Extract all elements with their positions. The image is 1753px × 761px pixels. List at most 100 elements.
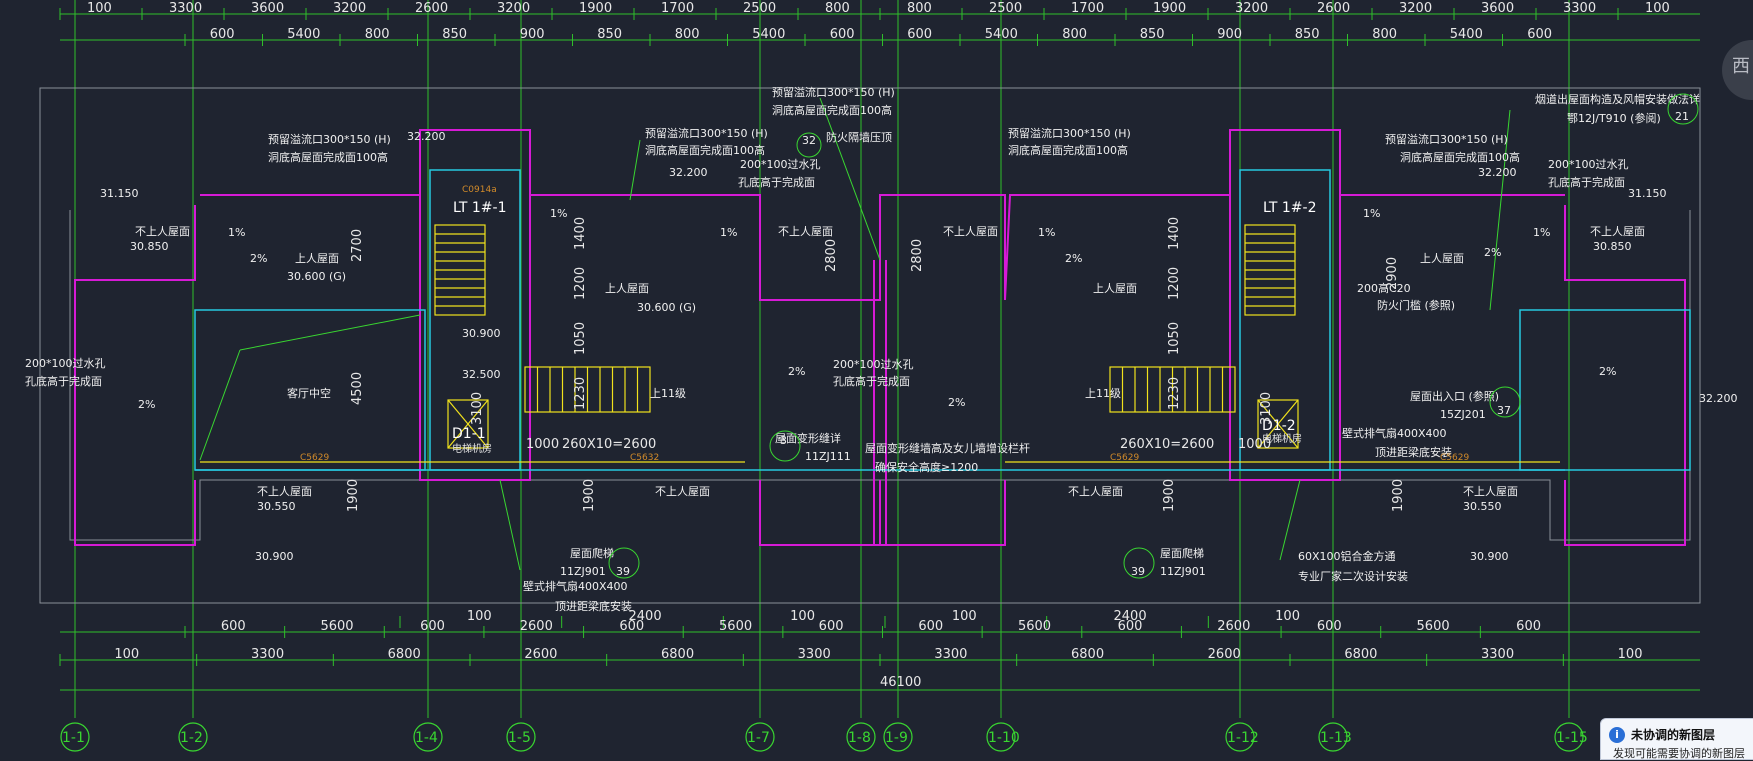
note-fan-right-2: 顶进距梁底安装: [1375, 445, 1452, 459]
vdim: 1900: [346, 479, 361, 512]
vdim: 1230: [573, 377, 588, 410]
roof-label-acc-1: 上人屋面: [295, 252, 339, 265]
note-hole-left: 200*100过水孔: [25, 357, 106, 370]
elevator-machine-1: 电梯机房: [452, 442, 492, 455]
vdim: 4500: [350, 372, 365, 405]
svg-text:3: 3: [780, 434, 787, 447]
roof-label-nonacc-8: 不上人屋面: [1463, 485, 1518, 498]
note-exit: 屋面出入口 (参照): [1410, 389, 1499, 403]
note-ladder-left: 屋面爬梯: [570, 547, 614, 560]
dimension-label: 600: [1118, 619, 1143, 634]
dimension-label: 600: [420, 619, 445, 634]
roof-label-acc-4: 上人屋面: [1420, 252, 1464, 265]
axis-label: 1-2: [180, 730, 203, 746]
note-hole-mid-2: 孔底高于完成面: [738, 175, 815, 189]
svg-text:39: 39: [1131, 565, 1145, 578]
svg-text:32: 32: [802, 134, 816, 147]
dimension-label: 2600: [1217, 619, 1250, 634]
callout-39-right: 39: [1123, 547, 1155, 579]
note-exit-code: 15ZJ201: [1440, 408, 1486, 421]
callout-21: 21: [1667, 93, 1699, 125]
floor-up-right: 上11级: [1085, 387, 1121, 400]
elevation: 30.900: [462, 327, 501, 340]
dimension-label: 100: [952, 609, 977, 624]
note-overflow-top-2: 洞底高屋面完成面100高: [772, 103, 892, 117]
vdim: 1900: [1162, 479, 1177, 512]
axis-label: 1-15: [1556, 730, 1588, 746]
dimension-label: 5600: [1417, 619, 1450, 634]
axis-bubble: [506, 722, 536, 752]
dimension-label: 3200: [333, 1, 366, 16]
dimension-label: 2500: [743, 1, 776, 16]
elevation: 30.550: [257, 500, 296, 513]
dimension-label: 600: [907, 27, 932, 42]
dimension-label: 2400: [1114, 609, 1147, 624]
structure-walls: [194, 169, 1691, 471]
dimension-label: 1900: [579, 1, 612, 16]
axis-bubble: [1318, 722, 1348, 752]
floor-up-left: 上11级: [650, 387, 686, 400]
slope: 1%: [1038, 226, 1055, 239]
note-overflow-mid-2: 洞底高屋面完成面100高: [645, 143, 765, 157]
vdim: 1050: [573, 322, 588, 355]
note-fan-left: 壁式排气扇400X400: [523, 579, 628, 593]
note-hole-left-2: 孔底高于完成面: [25, 374, 102, 388]
svg-text:39: 39: [616, 565, 630, 578]
dimension-label: 600: [619, 619, 644, 634]
dimension-label: 600: [918, 619, 943, 634]
vdim: 1900: [1391, 479, 1406, 512]
note-hole-center: 200*100过水孔: [833, 358, 914, 371]
layer-notification[interactable]: i 未协调的新图层 发现可能需要协调的新图层: [1600, 718, 1753, 760]
elevation: 32.200: [407, 130, 446, 143]
dimension-label: 5600: [719, 619, 752, 634]
vdim: 3100: [1259, 392, 1274, 425]
note-fan-left-2: 顶进距梁底安装: [555, 599, 632, 613]
dimension-label: 3300: [1563, 1, 1596, 16]
vdim: 1050: [1167, 322, 1182, 355]
slope: 2%: [948, 396, 965, 409]
roof-label-acc-3: 上人屋面: [1093, 282, 1137, 295]
note-flue-code: 鄂12J/T910 (参阅): [1567, 111, 1661, 125]
dimension-label: 600: [1527, 27, 1552, 42]
elevator-tag-1: D1-1: [452, 426, 486, 442]
vdim: 2900: [1385, 257, 1400, 290]
notification-title: 未协调的新图层: [1631, 728, 1716, 742]
dimension-label: 850: [1295, 27, 1320, 42]
dimension-label: 3300: [934, 647, 967, 662]
dimension-label: 5400: [287, 27, 320, 42]
slope: 2%: [788, 365, 805, 378]
note-overflow-left: 预留溢流口300*150 (H): [268, 132, 391, 146]
slope: 2%: [1065, 252, 1082, 265]
dimension-label: 600: [819, 619, 844, 634]
dimension-label: 600: [830, 27, 855, 42]
vdim-1000-l: 1000: [526, 437, 559, 452]
dimension-label: 1700: [1071, 1, 1104, 16]
roof-label-nonacc-6: 不上人屋面: [655, 485, 710, 498]
dimension-label: 850: [1140, 27, 1165, 42]
dimension-label: 100: [114, 647, 139, 662]
axis-label: 1-8: [848, 730, 871, 746]
dimension-label: 5600: [320, 619, 353, 634]
note-alum-2: 专业厂家二次设计安装: [1298, 569, 1408, 583]
elevation: 30.600 (G): [637, 301, 696, 314]
vdim: 1400: [573, 217, 588, 250]
axis-label: 1-9: [885, 730, 908, 746]
callout-3: 3: [769, 430, 801, 462]
dimension-label: 3600: [1481, 1, 1514, 16]
note-overflow-r2: 预留溢流口300*150 (H): [1385, 132, 1508, 146]
vdim: 3100: [470, 392, 485, 425]
window-code: C5629: [1110, 453, 1139, 463]
note-overflow-r1-2: 洞底高屋面完成面100高: [1008, 143, 1128, 157]
roof-label-nonacc-4: 不上人屋面: [1590, 225, 1645, 238]
note-ladder-left-code: 11ZJ901: [560, 565, 606, 578]
axis-label: 1-13: [1320, 730, 1352, 746]
dimension-label: 6800: [1071, 647, 1104, 662]
note-ladder-right-code: 11ZJ901: [1160, 565, 1206, 578]
dimension-label: 800: [1372, 27, 1397, 42]
vdim: 1200: [1167, 267, 1182, 300]
axis-bubble: [883, 722, 913, 752]
elevation: 32.200: [669, 166, 708, 179]
note-hole-center-2: 孔底高于完成面: [833, 374, 910, 388]
